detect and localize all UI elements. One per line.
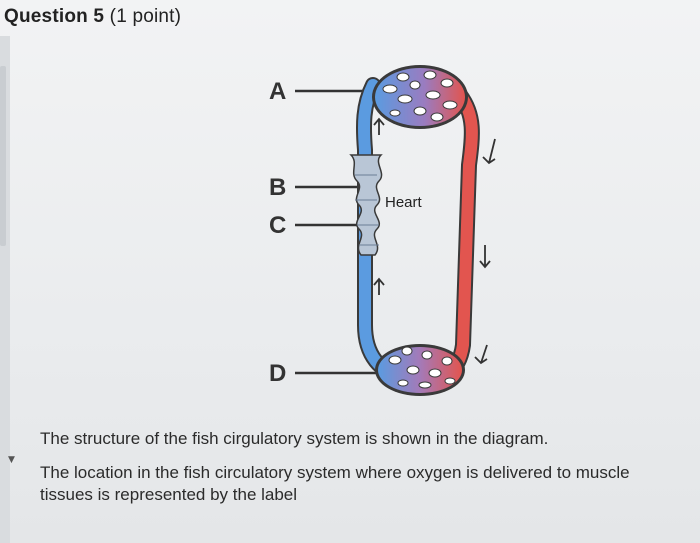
stem-line-1: The structure of the fish cirgulatory sy… (40, 429, 549, 448)
gill-capillary-bed (372, 65, 468, 129)
question-points: (1 point) (109, 6, 182, 27)
question-title: Question 5 (4, 6, 105, 27)
arrow-down-mid-icon (479, 245, 491, 269)
question-header: Question 5 (1 point) (4, 6, 181, 28)
label-a: A (269, 78, 286, 105)
arrow-down-lower-icon (474, 344, 488, 365)
heart-label: Heart (385, 194, 423, 211)
left-scroll-rail[interactable] (0, 36, 10, 543)
label-c: C (269, 212, 286, 239)
scrollbar-thumb[interactable] (0, 66, 6, 246)
collapse-arrow-icon[interactable]: ▼ (8, 455, 15, 465)
stem-line-2: The location in the fish circulatory sys… (40, 463, 630, 504)
arrow-up-upper-icon (373, 117, 385, 135)
label-d: D (269, 360, 286, 387)
heart-chambers (349, 154, 383, 256)
artery-vessel (439, 89, 478, 383)
label-b: B (269, 174, 286, 201)
flow-arrows (373, 117, 496, 365)
body-capillary-bed (375, 344, 465, 396)
arrow-down-upper-icon (482, 138, 496, 165)
arrow-up-lower-icon (373, 277, 385, 295)
question-stem: The structure of the fish cirgulatory sy… (40, 428, 680, 506)
fish-circulatory-diagram: A B C D (269, 65, 496, 396)
